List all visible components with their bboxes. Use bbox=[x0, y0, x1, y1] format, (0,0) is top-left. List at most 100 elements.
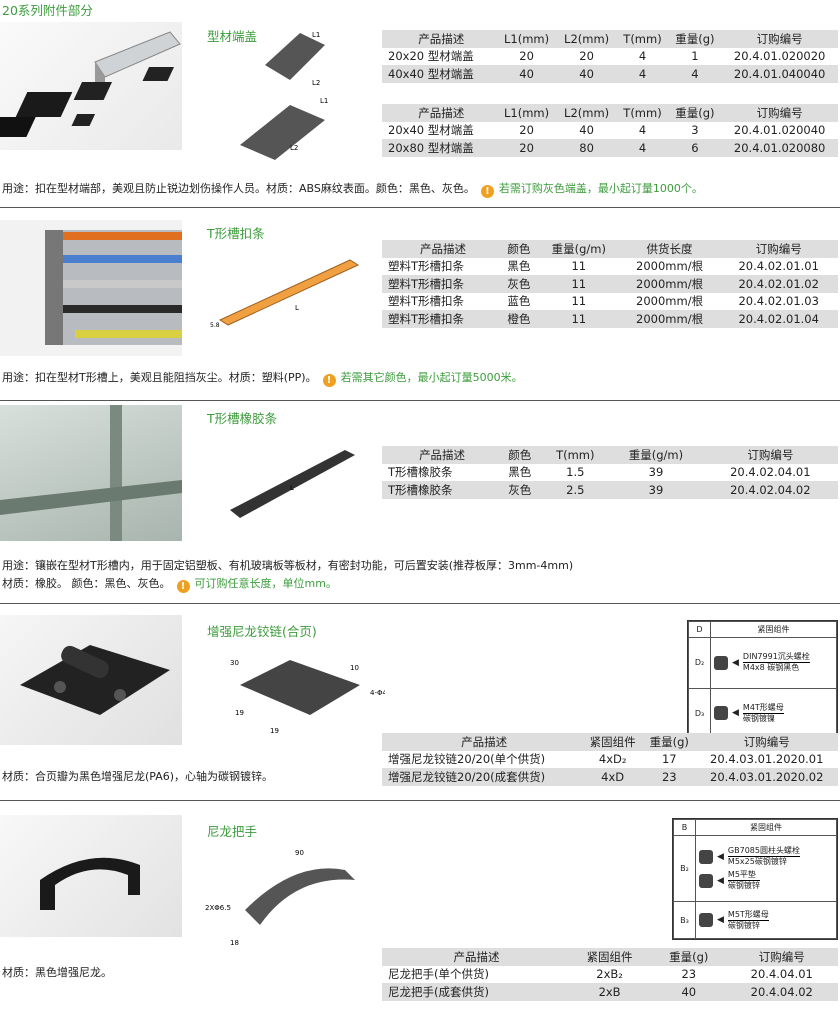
column-header: 订购编号 bbox=[743, 734, 790, 749]
table-cell: 尼龙把手(成套供货) bbox=[388, 984, 489, 999]
handle-photo bbox=[0, 815, 182, 937]
table-cell: 11 bbox=[571, 294, 587, 309]
bolt-icon bbox=[699, 849, 713, 864]
end-cap-photo bbox=[0, 22, 182, 150]
fastener-item: ◀M5平垫碳钢镀锌 bbox=[699, 870, 833, 891]
table-cell: 20.4.02.01.03 bbox=[738, 294, 819, 309]
arrow-icon: ◀ bbox=[717, 851, 724, 862]
table-cell: 40 bbox=[681, 984, 697, 999]
column-header: 重量(g) bbox=[675, 31, 715, 46]
svg-text:4-Φ4.5: 4-Φ4.5 bbox=[370, 689, 385, 697]
table-cell: 1 bbox=[691, 49, 699, 64]
svg-text:30: 30 bbox=[230, 659, 239, 667]
table-cell: 20.4.04.02 bbox=[750, 984, 813, 999]
tip-text: 若需订购灰色端盖，最小起订量1000个。 bbox=[498, 182, 703, 195]
table-cell: 20.4.03.01.2020.01 bbox=[710, 752, 824, 767]
table-cell: 灰色 bbox=[507, 276, 531, 291]
arrow-icon: ◀ bbox=[717, 875, 724, 886]
table-cell: 4 bbox=[638, 49, 647, 64]
table-cell: 2xB₂ bbox=[596, 967, 623, 982]
column-header: L2(mm) bbox=[564, 105, 610, 120]
arrow-icon: ◀ bbox=[732, 708, 739, 719]
table-cell: 2xB bbox=[598, 984, 621, 999]
bolt-icon bbox=[714, 706, 728, 721]
table-cell: T形槽橡胶条 bbox=[388, 465, 453, 480]
column-header: 重量(g) bbox=[675, 105, 715, 120]
usage-note-2: 材质：橡胶。 颜色：黑色、灰色。!可订购任意长度，单位mm。 bbox=[2, 575, 337, 593]
fastener-code-header: D bbox=[688, 621, 711, 638]
svg-text:19: 19 bbox=[235, 709, 244, 717]
divider bbox=[0, 603, 840, 604]
column-header: 产品描述 bbox=[418, 105, 465, 120]
table-cell: 增强尼龙铰链20/20(单个供货) bbox=[388, 752, 546, 767]
column-header: 产品描述 bbox=[419, 447, 466, 462]
table-cell: 39 bbox=[648, 482, 664, 497]
page-title: 20系列附件部分 bbox=[2, 3, 93, 18]
fastener-name: M4T形螺母 bbox=[742, 702, 784, 714]
fastener-code: D₂ bbox=[688, 637, 711, 689]
table-cell: 20x80 型材端盖 bbox=[388, 140, 474, 155]
table-cell: 20 bbox=[519, 140, 534, 155]
table-cell: 40 bbox=[579, 66, 594, 81]
column-header: 紧固组件 bbox=[586, 949, 633, 964]
fastener-material: 碳钢镀锌 bbox=[727, 920, 760, 930]
table-cell: 40x40 型材端盖 bbox=[388, 66, 474, 81]
arrow-icon: ◀ bbox=[732, 657, 739, 668]
table-cell: 20.4.04.01 bbox=[750, 967, 813, 982]
table-cell: 2000mm/根 bbox=[636, 311, 704, 326]
column-header: 订购编号 bbox=[756, 31, 803, 46]
usage-note: 材质：合页瓣为黑色增强尼龙(PA6)，心轴为碳钢镀锌。 bbox=[2, 770, 274, 783]
table-cell: 4 bbox=[691, 66, 699, 81]
table-cell: 20.4.03.01.2020.02 bbox=[710, 769, 824, 784]
column-header: 产品描述 bbox=[419, 241, 466, 256]
usage-text: 用途：扣在型材T形槽上，美观且能阻挡灰尘。材质：塑料(PP)。 bbox=[2, 371, 317, 384]
table-cell: 20x20 型材端盖 bbox=[388, 49, 474, 64]
svg-text:5.8: 5.8 bbox=[210, 322, 220, 329]
svg-text:10: 10 bbox=[350, 664, 359, 672]
fastener-code: B₃ bbox=[673, 901, 696, 939]
table-cell: 20.4.02.01.02 bbox=[738, 276, 819, 291]
divider bbox=[0, 207, 840, 208]
usage-text: 材质：橡胶。 颜色：黑色、灰色。 bbox=[2, 577, 171, 590]
svg-text:L1: L1 bbox=[320, 97, 328, 105]
column-header: T(mm) bbox=[623, 105, 662, 120]
fastener-name: M5平垫 bbox=[727, 870, 760, 882]
table-cell: 4 bbox=[638, 123, 647, 138]
table-cell: 灰色 bbox=[508, 482, 532, 497]
svg-text:18: 18 bbox=[230, 939, 239, 947]
svg-text:2XΦ6.5: 2XΦ6.5 bbox=[205, 904, 231, 912]
rubber-strip-photo bbox=[0, 405, 182, 541]
column-header: 订购编号 bbox=[758, 949, 805, 964]
table-cell: 黑色 bbox=[508, 465, 532, 480]
tip-text: 可订购任意长度，单位mm。 bbox=[194, 577, 337, 590]
table-cell: 3 bbox=[691, 123, 699, 138]
table-cell: 20 bbox=[519, 123, 534, 138]
column-header: L1(mm) bbox=[504, 31, 550, 46]
table-cell: 塑料T形槽扣条 bbox=[388, 276, 465, 291]
svg-text:90: 90 bbox=[295, 849, 304, 857]
table-cell: 塑料T形槽扣条 bbox=[388, 294, 465, 309]
table-cell: 蓝色 bbox=[507, 294, 531, 309]
table-cell: 1.5 bbox=[566, 465, 585, 480]
svg-text:L2: L2 bbox=[290, 144, 298, 152]
section-title: 型材端盖 bbox=[207, 29, 258, 44]
section-title: 增强尼龙铰链(合页) bbox=[207, 624, 317, 639]
usage-note: 用途：镶嵌在型材T形槽内，用于固定铝塑板、有机玻璃板等板材，有密封功能，可后置安… bbox=[2, 559, 574, 572]
table-cell: 黑色 bbox=[507, 259, 531, 274]
fastener-name: DIN7991沉头螺栓 bbox=[742, 652, 810, 664]
